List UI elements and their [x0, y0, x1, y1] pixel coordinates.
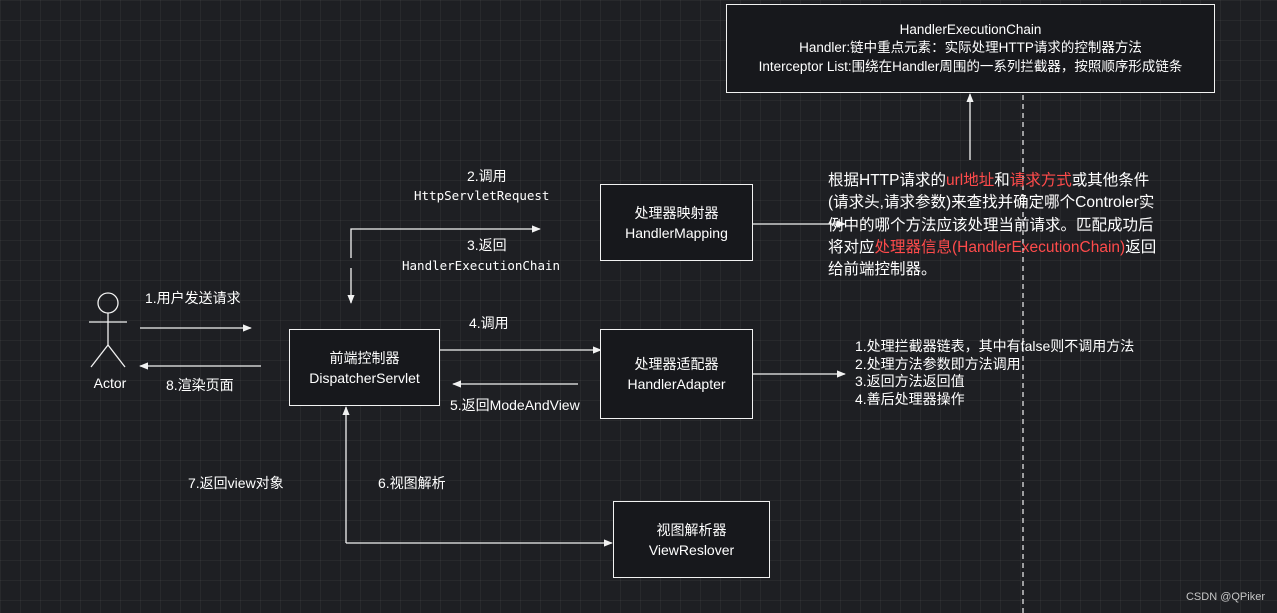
chain-title: HandlerExecutionChain [899, 21, 1042, 37]
step3-sub-label: HandlerExecutionChain [402, 258, 561, 273]
adapter-title-cn: 处理器适配器 [634, 356, 719, 372]
mapping-title-cn: 处理器映射器 [634, 204, 719, 221]
mapping-note-line5: 给前端控制器。 [828, 261, 937, 279]
step3-label: 3.返回 [467, 237, 507, 253]
adapter-step-item: 2.处理方法参数即方法调用 [855, 355, 1021, 372]
mapping-note-line2: (请求头,请求参数)来查找并确定哪个Controler实 [828, 194, 1155, 212]
mapping-note-text: 将对应 [828, 238, 875, 256]
adapter-steps-note: 1.处理拦截器链表，其中有false则不调用方法 2.处理方法参数即方法调用 3… [855, 338, 1134, 408]
adapter-title-en: HandlerAdapter [627, 376, 726, 392]
step5-label: 5.返回ModeAndView [450, 397, 580, 413]
step2-sub-label: HttpServletRequest [414, 188, 550, 203]
mapping-title-en: HandlerMapping [625, 224, 728, 241]
adapter-step-item: 3.返回方法返回值 [855, 373, 965, 389]
mapping-note-line4: 将对应处理器信息(HandlerExecutionChain)返回 [828, 237, 1156, 259]
mapping-note-text: 或其他条件 [1071, 172, 1150, 189]
mapping-note-method-highlight: 请求方式 [1009, 172, 1072, 189]
chain-interceptor-desc: Interceptor List:围绕在Handler周围的一系列拦截器，按照顺… [758, 58, 1183, 74]
mapping-note-text: 返回 [1125, 238, 1157, 256]
step6-label: 6.视图解析 [378, 475, 446, 491]
step7-label: 7.返回view对象 [188, 475, 284, 491]
handler-execution-chain-box[interactable]: HandlerExecutionChain Handler:链中重点元素：实际处… [726, 4, 1215, 93]
dispatcher-servlet-box[interactable]: 前端控制器 DispatcherServlet [289, 329, 440, 406]
mapping-note-chain-highlight: 处理器信息(HandlerExecutionChain) [874, 238, 1126, 256]
arrow-call-mapping [350, 225, 541, 258]
mapping-note: 根据HTTP请求的url地址和请求方式或其他条件 (请求头,请求参数)来查找并确… [828, 170, 1156, 281]
step8-label: 8.渲染页面 [166, 377, 234, 393]
chain-handler-desc: Handler:链中重点元素：实际处理HTTP请求的控制器方法 [799, 40, 1142, 56]
step4-label: 4.调用 [469, 315, 509, 331]
handler-mapping-box[interactable]: 处理器映射器 HandlerMapping [600, 184, 753, 261]
dispatcher-title-en: DispatcherServlet [309, 369, 420, 386]
handler-adapter-box[interactable]: 处理器适配器 HandlerAdapter [600, 329, 753, 419]
mapping-note-line3: 例中的哪个方法应该处理当前请求。匹配成功后 [828, 216, 1154, 234]
resolver-title-en: ViewReslover [648, 541, 735, 558]
adapter-step-item: 1.处理拦截器链表，其中有false则不调用方法 [855, 338, 1135, 354]
mapping-note-line1: 根据HTTP请求的url地址和请求方式或其他条件 [828, 170, 1156, 192]
dispatcher-title-cn: 前端控制器 [329, 349, 400, 366]
mapping-note-text: 根据HTTP请求的 [828, 172, 946, 189]
mapping-note-url-highlight: url地址 [945, 172, 995, 189]
actor-label: Actor [93, 375, 127, 391]
mapping-note-text: 和 [994, 172, 1010, 189]
step1-label: 1.用户发送请求 [145, 290, 241, 306]
resolver-title-cn: 视图解析器 [656, 521, 727, 538]
actor-figure [89, 292, 127, 368]
watermark: CSDN @QPiker [1185, 591, 1265, 603]
view-resolver-box[interactable]: 视图解析器 ViewReslover [613, 501, 770, 578]
adapter-step-item: 4.善后处理器操作 [855, 390, 965, 407]
step2-label: 2.调用 [467, 168, 507, 184]
